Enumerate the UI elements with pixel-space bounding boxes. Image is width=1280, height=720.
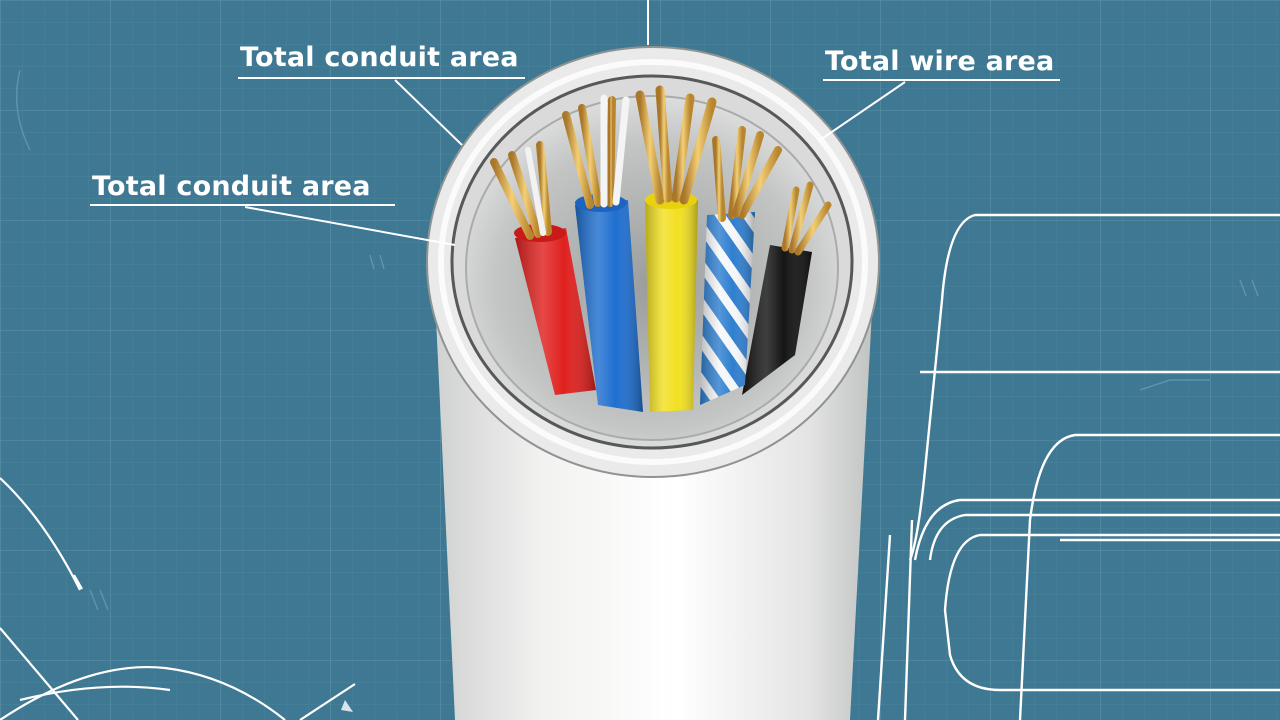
conduit-rim-highlight: [438, 59, 868, 465]
red-wire-copper-strands: [490, 141, 552, 240]
label-total-conduit-area-left: Total conduit area: [92, 171, 371, 202]
black-wire-copper-strands: [781, 181, 832, 256]
faint-blueprint-marks: [16, 69, 1259, 611]
left-sketch-marks: [341, 700, 353, 712]
blue-wire: [562, 94, 643, 412]
mid-left-leader-line: [244, 206, 456, 246]
blue-wire-copper-strands: [562, 96, 616, 209]
callout-lines: [90, 0, 1060, 246]
yellow-wire-copper-strands: [635, 85, 717, 205]
wire-bundle: [490, 85, 832, 412]
left-sketch-lines: [0, 477, 356, 720]
red-wire-white-strands: [525, 147, 546, 236]
black-wire: [742, 181, 832, 395]
right-sketch-lines: [876, 213, 1280, 720]
striped-wire-copper-strands: [712, 126, 782, 222]
yellow-wire: [635, 85, 717, 412]
top-left-leader-line: [394, 79, 463, 146]
blue-wire-white-strands: [600, 94, 630, 208]
blue-white-striped-wire: [700, 126, 782, 405]
red-wire: [490, 141, 596, 395]
label-total-conduit-area-top: Total conduit area: [240, 42, 519, 73]
top-right-leader-line: [819, 81, 906, 141]
label-total-wire-area: Total wire area: [825, 46, 1054, 77]
